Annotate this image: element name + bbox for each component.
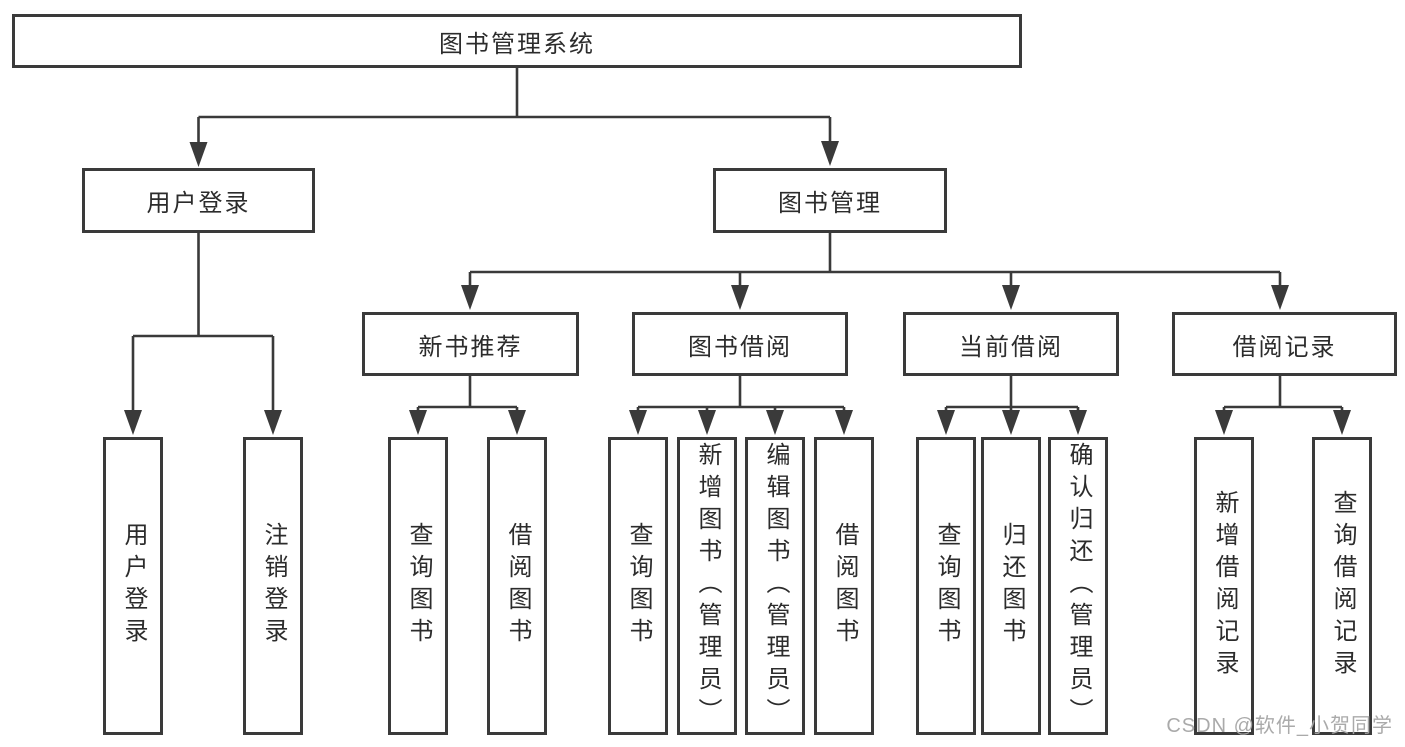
leaf-borrow-edit-book-admin-label: 编辑图书（管理员） <box>762 442 789 730</box>
node-borrow-record-label: 借阅记录 <box>1232 333 1337 361</box>
leaf-current-confirm-return-admin: 确认归还（管理员） <box>1048 437 1108 735</box>
leaf-current-query-book-label: 查询图书 <box>933 522 960 650</box>
node-root: 图书管理系统 <box>12 14 1022 68</box>
leaf-user-login-label: 用户登录 <box>120 522 147 650</box>
node-user-login: 用户登录 <box>82 168 315 233</box>
leaf-borrow-query-book: 查询图书 <box>608 437 668 735</box>
leaf-logout-login-label: 注销登录 <box>260 522 287 650</box>
leaf-borrow-query-book-label: 查询图书 <box>625 522 652 650</box>
leaf-current-query-book: 查询图书 <box>916 437 976 735</box>
leaf-current-return-book: 归还图书 <box>981 437 1041 735</box>
node-current-borrow: 当前借阅 <box>903 312 1119 376</box>
leaf-record-query-borrow-record-label: 查询借阅记录 <box>1329 490 1356 682</box>
leaf-borrow-add-book-admin: 新增图书（管理员） <box>677 437 737 735</box>
leaf-record-add-borrow-record: 新增借阅记录 <box>1194 437 1254 735</box>
leaf-rec-query-book-label: 查询图书 <box>405 522 432 650</box>
node-book-management-label: 图书管理 <box>778 190 882 217</box>
node-root-label: 图书管理系统 <box>439 30 595 58</box>
node-borrow-record: 借阅记录 <box>1172 312 1397 376</box>
leaf-rec-query-book: 查询图书 <box>388 437 448 735</box>
leaf-record-query-borrow-record: 查询借阅记录 <box>1312 437 1372 735</box>
leaf-rec-borrow-book-label: 借阅图书 <box>504 522 531 650</box>
leaf-borrow-edit-book-admin: 编辑图书（管理员） <box>745 437 805 735</box>
node-book-borrow: 图书借阅 <box>632 312 848 376</box>
leaf-record-add-borrow-record-label: 新增借阅记录 <box>1211 490 1238 682</box>
node-user-login-label: 用户登录 <box>146 190 251 217</box>
leaf-borrow-add-book-admin-label: 新增图书（管理员） <box>694 442 721 730</box>
node-book-borrow-label: 图书借阅 <box>688 333 792 361</box>
leaf-borrow-borrow-book: 借阅图书 <box>814 437 874 735</box>
node-book-management: 图书管理 <box>713 168 947 233</box>
node-new-book-recommend-label: 新书推荐 <box>418 333 523 361</box>
node-new-book-recommend: 新书推荐 <box>362 312 579 376</box>
leaf-user-login: 用户登录 <box>103 437 163 735</box>
leaf-logout-login: 注销登录 <box>243 437 303 735</box>
watermark: CSDN @软件_小贺同学 <box>1166 715 1393 737</box>
node-current-borrow-label: 当前借阅 <box>959 333 1063 361</box>
leaf-current-confirm-return-admin-label: 确认归还（管理员） <box>1065 442 1092 730</box>
leaf-current-return-book-label: 归还图书 <box>998 522 1025 650</box>
leaf-rec-borrow-book: 借阅图书 <box>487 437 547 735</box>
leaf-borrow-borrow-book-label: 借阅图书 <box>831 522 858 650</box>
